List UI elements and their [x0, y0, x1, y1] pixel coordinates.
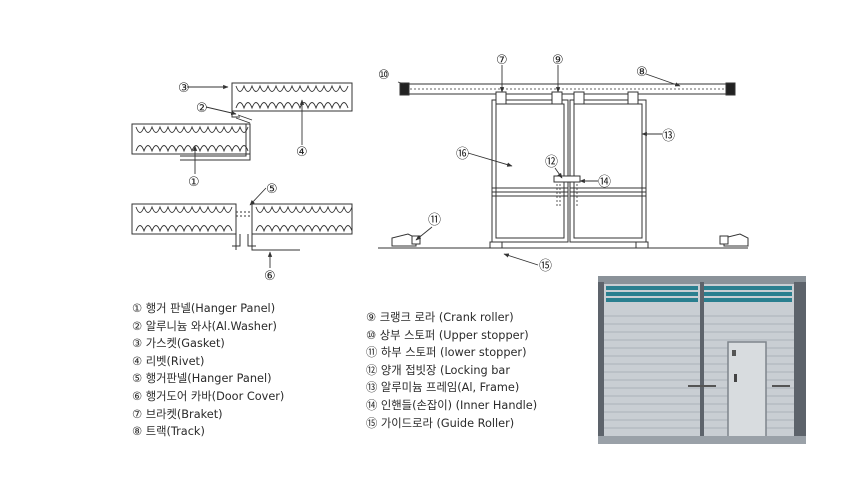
legend-item: ⑪ 하부 스토퍼 (lower stopper)	[366, 346, 527, 360]
door-elevation	[378, 82, 749, 249]
callout-7: ⑦	[496, 53, 508, 68]
legend-item: ① 행거 판넬(Hanger Panel)	[132, 302, 276, 315]
legend-item: ⑫ 양개 접빗장 (Locking bar	[366, 363, 511, 377]
panel-joint-detail	[131, 82, 353, 161]
callout-15: ⑮	[539, 259, 552, 274]
legend-item: ⑦ 브라켓(Braket)	[132, 407, 223, 421]
legend-item: ⑬ 알루미늄 프레임(Al, Frame)	[366, 381, 520, 395]
legend-item: ⑮ 가이드로라 (Guide Roller)	[366, 416, 515, 430]
callout-8: ⑧	[636, 65, 648, 80]
upper-stopper-right	[725, 82, 736, 96]
legend-item: ⑩ 상부 스토퍼 (Upper stopper)	[366, 328, 529, 342]
callout-9: ⑨	[552, 53, 564, 68]
panel-joint-closed	[131, 203, 353, 251]
callout-16: ⑯	[456, 147, 469, 162]
callout-13: ⑬	[662, 129, 675, 144]
legend-item: ⑥ 행거도어 카바(Door Cover)	[132, 389, 285, 403]
callout-12: ⑫	[545, 155, 558, 170]
callout-6: ⑥	[264, 269, 276, 284]
callout-3: ③	[178, 81, 190, 96]
callout-11: ⑪	[428, 213, 441, 228]
legend-item: ⑨ 크랭크 로라 (Crank roller)	[366, 311, 514, 324]
legend-item: ③ 가스켓(Gasket)	[132, 337, 225, 351]
legend-item: ⑭ 인핸들(손잡이) (Inner Handle)	[366, 398, 538, 412]
callout-14: ⑭	[598, 175, 611, 190]
hangar-door-photo	[598, 276, 806, 444]
legend-item: ⑧ 트랙(Track)	[132, 425, 205, 439]
legend-item: ② 알루니늄 와샤(Al.Washer)	[132, 319, 277, 333]
callout-2: ②	[196, 101, 208, 116]
leader-lines-right	[397, 65, 681, 266]
callout-10: ⑩	[378, 68, 390, 83]
callout-5: ⑤	[266, 182, 278, 197]
callout-1: ①	[188, 175, 200, 190]
callout-4: ④	[296, 145, 308, 160]
legend-item: ⑤ 행거판넬(Hanger Panel)	[132, 372, 272, 386]
legend-left: ① 행거 판넬(Hanger Panel) ② 알루니늄 와샤(Al.Washe…	[132, 300, 284, 441]
leader-lines-left	[187, 84, 305, 268]
legend-right: ⑨ 크랭크 로라 (Crank roller) ⑩ 상부 스토퍼 (Upper …	[366, 309, 537, 432]
legend-item: ④ 리벳(Rivet)	[132, 354, 205, 368]
callout-markers: ③ ② ④ ① ⑤ ⑥ ⑦ ⑧ ⑨ ⑩ ⑪ ⑫ ⑬ ⑭ ⑯ ⑮	[178, 53, 675, 284]
upper-stopper-left	[399, 82, 410, 96]
